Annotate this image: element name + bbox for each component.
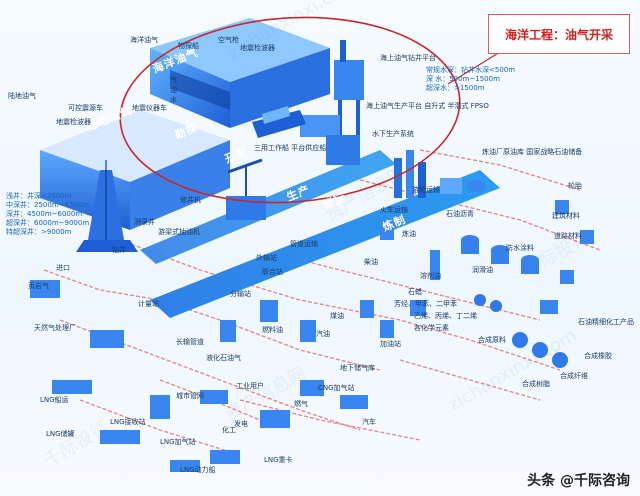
- label: LNG动力船: [180, 466, 216, 474]
- label: 芳烃、甲苯、二甲苯: [394, 300, 457, 308]
- label: 合成原料: [478, 336, 506, 344]
- label: 乙烯、丙烯、丁二烯: [414, 312, 477, 320]
- stripe-band: [140, 150, 500, 318]
- label: 燃气: [294, 400, 308, 408]
- gas-facilities: [30, 200, 594, 472]
- depth-line: 超深井：6000m~9000m: [6, 219, 90, 227]
- label: 石蜡: [408, 288, 422, 296]
- label: 气: [170, 76, 177, 84]
- pumpjack: [226, 158, 266, 220]
- label: 地震检波器: [56, 118, 91, 126]
- label: 测录井: [134, 218, 155, 226]
- depth-line: 中深井：2500m~4500m: [6, 201, 90, 209]
- label: 油: [170, 86, 177, 94]
- callout-box: 海洋工程：油气开采: [488, 14, 630, 54]
- depth-line: 超深水：>1500m: [426, 84, 485, 92]
- label: 柴油: [364, 258, 378, 266]
- label: 修井机: [180, 196, 201, 204]
- label: 可控震源车: [68, 104, 103, 112]
- label: 石油精细化工产品: [578, 318, 634, 326]
- label: 长输管道: [176, 338, 204, 346]
- label: 水下生产系统: [372, 130, 414, 138]
- offshore-platforms: [300, 40, 364, 165]
- callout-leader: [447, 51, 501, 85]
- label: 地震仪器车: [132, 104, 167, 112]
- depth-sea-legend: 常规水深：钻井水深<500m 深 水：500m~1500m 超深水：>1500m: [426, 66, 515, 93]
- label: 海洋油气: [130, 36, 158, 44]
- label: 海上油气生产平台 自升式 半潜式 FPSO: [366, 102, 489, 110]
- label: 物探船: [178, 42, 199, 50]
- label: 轮胎: [568, 182, 582, 190]
- label: 工业用户: [236, 382, 264, 390]
- sea-oil-block: [150, 18, 330, 128]
- label: 陆地油气: [8, 92, 36, 100]
- label: 游梁式抽油机: [158, 228, 200, 236]
- label: 化工: [222, 426, 236, 434]
- refinery-towers: [394, 150, 486, 198]
- highlight-ellipse: [119, 16, 461, 204]
- label: 联合站: [262, 268, 283, 276]
- label: 各化学元素: [414, 324, 449, 332]
- label: 煤油: [330, 312, 344, 320]
- supply-ship: [252, 106, 306, 138]
- label: 发电: [234, 420, 248, 428]
- label: LNG重卡: [264, 456, 293, 464]
- depth-line: 特超深井：>9000m: [6, 228, 72, 236]
- label: LNG加气站: [160, 438, 196, 446]
- label: 天然气处理厂: [34, 324, 76, 332]
- label: 溶剂油: [420, 272, 441, 280]
- label: 燃料油: [262, 326, 283, 334]
- depth-line: 常规水深：钻井水深<500m: [426, 66, 516, 74]
- label: 汽油: [316, 330, 330, 338]
- brand-handle: @千际咨询: [560, 473, 630, 489]
- label: 水: [170, 96, 177, 104]
- drilling-derrick: [76, 160, 138, 252]
- label: 地震检波器: [240, 44, 275, 52]
- label: 进口: [56, 264, 70, 272]
- label: 火车运输: [380, 206, 408, 214]
- label: 液化石油气: [206, 354, 241, 362]
- callout-text: 海洋工程：油气开采: [504, 27, 613, 42]
- label: 建筑材料: [552, 212, 580, 220]
- label: 游轮运输: [412, 186, 440, 194]
- depth-line: 深井：4500m~6000m: [6, 210, 83, 218]
- label: 合成纤维: [560, 372, 588, 380]
- label: 三用工作船 平台供应船: [254, 144, 327, 152]
- depth-land-legend: 浅井：井深<2500m 中深井：2500m~4500m 深井：4500m~600…: [6, 192, 89, 237]
- label: 道路材料: [554, 232, 582, 240]
- depth-line: 深 水：500m~1500m: [426, 75, 500, 83]
- label: 防水涂料: [506, 244, 534, 252]
- label: 钻井: [112, 246, 126, 254]
- label: 外输站: [256, 254, 277, 262]
- brand-prefix: 头条: [527, 473, 556, 489]
- label: 合成橡胶: [584, 352, 612, 360]
- label: LNG船运: [40, 396, 69, 404]
- spheres: [474, 294, 568, 368]
- label: 空气枪: [218, 36, 239, 44]
- label: LNG储罐: [46, 430, 75, 438]
- label: 炼油厂原油库 国家战略石油储备: [482, 148, 583, 156]
- label: 分输站: [230, 290, 251, 298]
- label: LNG接收站: [110, 418, 146, 426]
- label: 城市管网: [176, 392, 204, 400]
- label: 页岩气: [28, 282, 49, 290]
- label: 管道运输: [290, 240, 318, 248]
- label: 石油沥青: [446, 210, 474, 218]
- label: 汽车: [362, 418, 376, 426]
- depth-line: 浅井：井深<2500m: [6, 192, 72, 200]
- label: 地下储气库: [340, 364, 375, 372]
- storage-tanks: [461, 235, 539, 274]
- label: 计量站: [138, 300, 159, 308]
- label: 润滑油: [472, 266, 493, 274]
- brand-tag: 头条 @千际咨询: [527, 470, 630, 490]
- label: 炼油: [402, 230, 416, 238]
- label: CNG加气站: [318, 384, 355, 392]
- label: 加油站: [380, 340, 401, 348]
- label: 海上油气钻井平台: [380, 54, 436, 62]
- label: 合成树脂: [522, 380, 550, 388]
